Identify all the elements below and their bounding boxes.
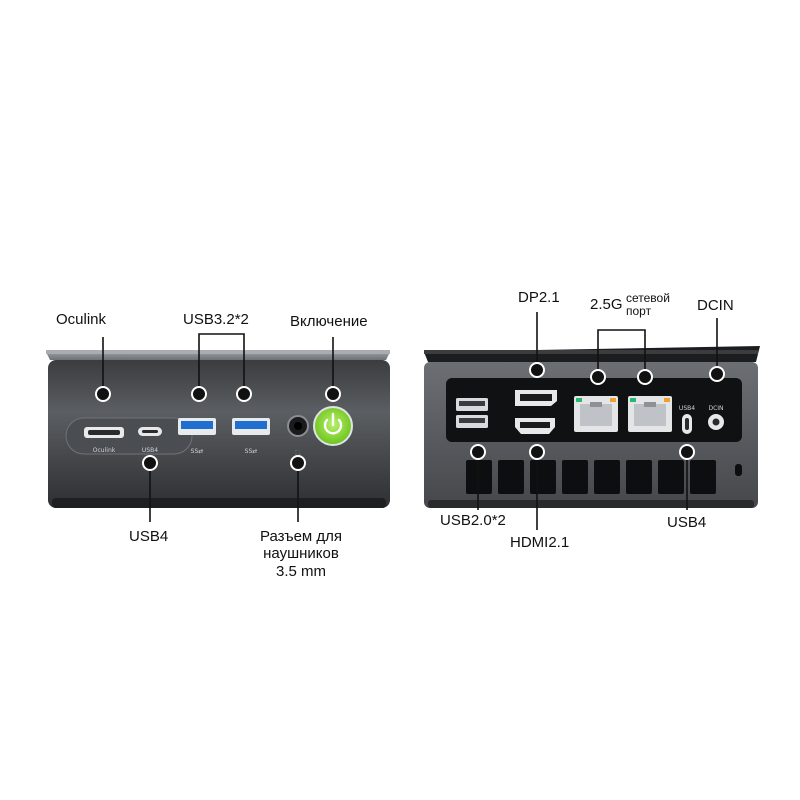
oculink-label: Oculink (56, 311, 107, 328)
oculink-marker (95, 386, 111, 402)
security-lock-slot (735, 464, 742, 476)
rear-panel-device: USB4 DCIN (424, 346, 760, 508)
usb32-marker-2 (236, 386, 252, 402)
lan-speed-label: 2.5G (590, 296, 623, 313)
lan-word-label: сетевой порт (626, 292, 670, 317)
lan-word-line1: сетевой (626, 291, 670, 305)
front-panel-device: Oculink USB4 SS⇄ SS⇄ 🎧 (46, 350, 390, 508)
dcin-port-text: DCIN (708, 405, 723, 412)
rear-usb4-marker (679, 444, 695, 460)
oculink-port: Oculink (84, 427, 124, 454)
headphone-jack: 🎧 (287, 415, 309, 457)
svg-text:SS⇄: SS⇄ (245, 448, 258, 455)
oculink-port-text: Oculink (93, 447, 116, 454)
headphone-marker (290, 455, 306, 471)
front-callouts (102, 333, 334, 522)
dp-label: DP2.1 (518, 289, 560, 306)
usb20-marker (470, 444, 486, 460)
headphone-label-line3: 3.5 mm (275, 562, 326, 580)
lan-word-line2: порт (626, 303, 652, 318)
dp-port (515, 390, 557, 406)
hdmi-port (515, 418, 555, 434)
usb32-marker-1 (191, 386, 207, 402)
lan-port-2 (628, 396, 672, 432)
power-button (313, 406, 353, 446)
headphone-icon: 🎧 (294, 449, 301, 457)
rear-callout-dots (470, 362, 725, 460)
dcin-label: DCIN (697, 297, 734, 314)
usb20-label: USB2.0*2 (440, 512, 506, 529)
usb32-label: USB3.2*2 (183, 311, 249, 328)
rear-callouts (477, 312, 718, 530)
lan-port-1 (574, 396, 618, 432)
front-usb4-marker (142, 455, 158, 471)
front-callout-dots (95, 386, 341, 471)
power-marker (325, 386, 341, 402)
power-label: Включение (290, 313, 368, 330)
hdmi-label: HDMI2.1 (510, 534, 570, 551)
rear-usb4-label: USB4 (667, 514, 707, 531)
dp-marker (529, 362, 545, 378)
headphone-label: Разъем для наушников 3.5 mm (246, 528, 356, 580)
rear-usb4-port: USB4 (679, 405, 695, 434)
lan-marker-1 (590, 369, 606, 385)
rear-usb4-port-text: USB4 (679, 405, 695, 412)
headphone-label-line1: Разъем для (259, 528, 343, 545)
vent-slots (466, 460, 716, 494)
front-usb4-port-text: USB4 (142, 447, 158, 454)
dcin-marker (709, 366, 725, 382)
svg-text:SS⇄: SS⇄ (191, 448, 204, 455)
headphone-label-line2: наушников (263, 545, 339, 563)
hdmi-marker (529, 444, 545, 460)
lan-marker-2 (637, 369, 653, 385)
usb20-stack (456, 398, 488, 428)
usb32-port-1: SS⇄ (178, 418, 216, 455)
front-usb4-label: USB4 (129, 528, 169, 545)
dcin-port: DCIN (708, 405, 724, 430)
usb32-port-2: SS⇄ (232, 418, 270, 455)
front-usb4-port: USB4 (138, 427, 162, 454)
